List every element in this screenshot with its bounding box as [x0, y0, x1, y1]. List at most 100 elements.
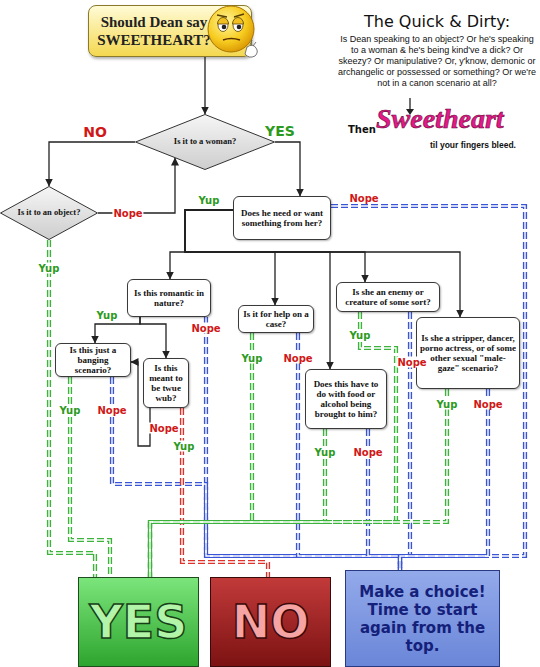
edge-label: Yup: [59, 405, 82, 416]
smiley-eye: [218, 19, 228, 32]
connector-line: [95, 317, 140, 343]
connector: [182, 408, 268, 577]
connector-dashes: [400, 389, 488, 570]
connector: [400, 389, 488, 570]
connector: [98, 158, 175, 213]
connector-line: [140, 317, 166, 358]
edge-label: Yup: [314, 447, 337, 458]
node-text: Is it for help on a case?: [242, 309, 310, 329]
connector-line: [49, 142, 135, 186]
connector-dashes: [206, 317, 400, 570]
node-text: Is this meant to be twue wub?: [147, 363, 185, 403]
smiley-eyelid: [233, 18, 244, 25]
script-word: Sweetheart: [376, 104, 504, 135]
smiley-finger: [250, 40, 256, 46]
connector-gap: [150, 312, 396, 577]
edge-label: Nope: [472, 399, 503, 410]
connector-dashes: [150, 389, 447, 577]
node-text: Is it to a woman?: [174, 137, 236, 146]
connector-dashes: [150, 429, 325, 577]
connector-line: [275, 142, 300, 196]
connector: [170, 210, 233, 279]
decision-diamond: Is it to an object?: [0, 186, 98, 240]
smiley-eye: [233, 19, 243, 32]
restart-outcome: Make a choice! Time to start again from …: [345, 570, 500, 667]
connector: [49, 240, 95, 577]
edge-label: Nope: [112, 208, 143, 219]
smiley-illustration: [203, 1, 261, 65]
question-box: Is this just a banging scenario?: [55, 343, 131, 377]
connector: [140, 317, 166, 358]
connector: [205, 57, 206, 114]
connector-gap: [182, 408, 268, 577]
node-text: Should Dean say SWEETHEART?: [93, 13, 215, 49]
node-text: Is she a stripper, dancer, porno actress…: [420, 333, 516, 373]
connector: [275, 142, 300, 196]
node-text: Is this romantic in nature?: [131, 288, 207, 308]
smiley-brow: [217, 14, 244, 17]
edge-label: Nope: [190, 323, 221, 334]
connector: [150, 312, 396, 577]
edge-label: Yup: [241, 353, 264, 364]
smiley-hand: [245, 45, 257, 57]
question-box: Does he need or want something from her?: [233, 196, 331, 240]
connector-gap: [206, 317, 400, 570]
diamond-shape: [136, 115, 275, 170]
question-box: Is this meant to be twue wub?: [143, 358, 189, 408]
node-text: Does he need or want something from her?: [237, 208, 327, 228]
question-box: Is she a stripper, dancer, porno actress…: [416, 317, 520, 389]
note-arrow-shaft: [409, 98, 410, 110]
yes-outcome: YES: [78, 577, 199, 667]
connector: [150, 389, 447, 577]
question-box: Does this have to do with food or alcoho…: [305, 369, 387, 429]
connector-gap: [150, 389, 447, 577]
connector: [400, 312, 410, 570]
edge-label: Yup: [173, 441, 196, 452]
connector: [206, 317, 400, 570]
connector-line: [98, 158, 175, 213]
smiley-pupil: [237, 25, 242, 30]
note-text: til your fingers bleed.: [430, 141, 516, 150]
connector-gap: [298, 333, 400, 570]
connector: [150, 429, 325, 577]
node-text: Is this just a banging scenario?: [59, 345, 127, 375]
question-box: Is it for help on a case?: [238, 305, 314, 333]
edge-label: Nope: [282, 353, 313, 364]
connector-dashes: [400, 312, 410, 570]
node-text: Is she an enemy or creature of some sort…: [340, 287, 436, 307]
node-text: Does this have to do with food or alcoho…: [309, 379, 383, 419]
edge-label: Yup: [436, 399, 459, 410]
question-box: Is this romantic in nature?: [127, 279, 211, 317]
edge-label: Nope: [352, 447, 383, 458]
diamond-shape: [1, 187, 98, 240]
node-text: YES: [90, 599, 188, 645]
note-heading: The Quick & Dirty:: [338, 12, 536, 31]
node-text: Make a choice! Time to start again from …: [354, 583, 491, 655]
edge-label: Nope: [348, 193, 379, 204]
connector-gap: [49, 240, 95, 577]
edge-label: NO: [82, 125, 108, 140]
edge-label: Nope: [148, 423, 179, 434]
connector-dashes: [298, 333, 400, 570]
edge-label: Yup: [38, 263, 61, 274]
connector-line: [204, 57, 205, 114]
connector-dashes: [49, 240, 95, 577]
note-arrow: [400, 98, 420, 116]
connector-dashes: [182, 408, 268, 577]
smiley-eyelid: [218, 18, 229, 25]
smiley-mouth: [223, 39, 240, 41]
smiley-face: [208, 6, 254, 52]
connector: [95, 317, 140, 343]
note-text: Is Dean speaking to an object? Or he's s…: [338, 34, 536, 89]
edge-label: Yup: [198, 195, 221, 206]
edge-label: YES: [264, 124, 296, 139]
connector: [49, 142, 135, 186]
connector-line: [170, 210, 233, 279]
node-text: Is it to an object?: [18, 208, 81, 217]
connector-gap: [400, 389, 488, 570]
connector-gap: [400, 312, 410, 570]
connector: [298, 333, 400, 570]
edge-label: Nope: [396, 357, 427, 368]
